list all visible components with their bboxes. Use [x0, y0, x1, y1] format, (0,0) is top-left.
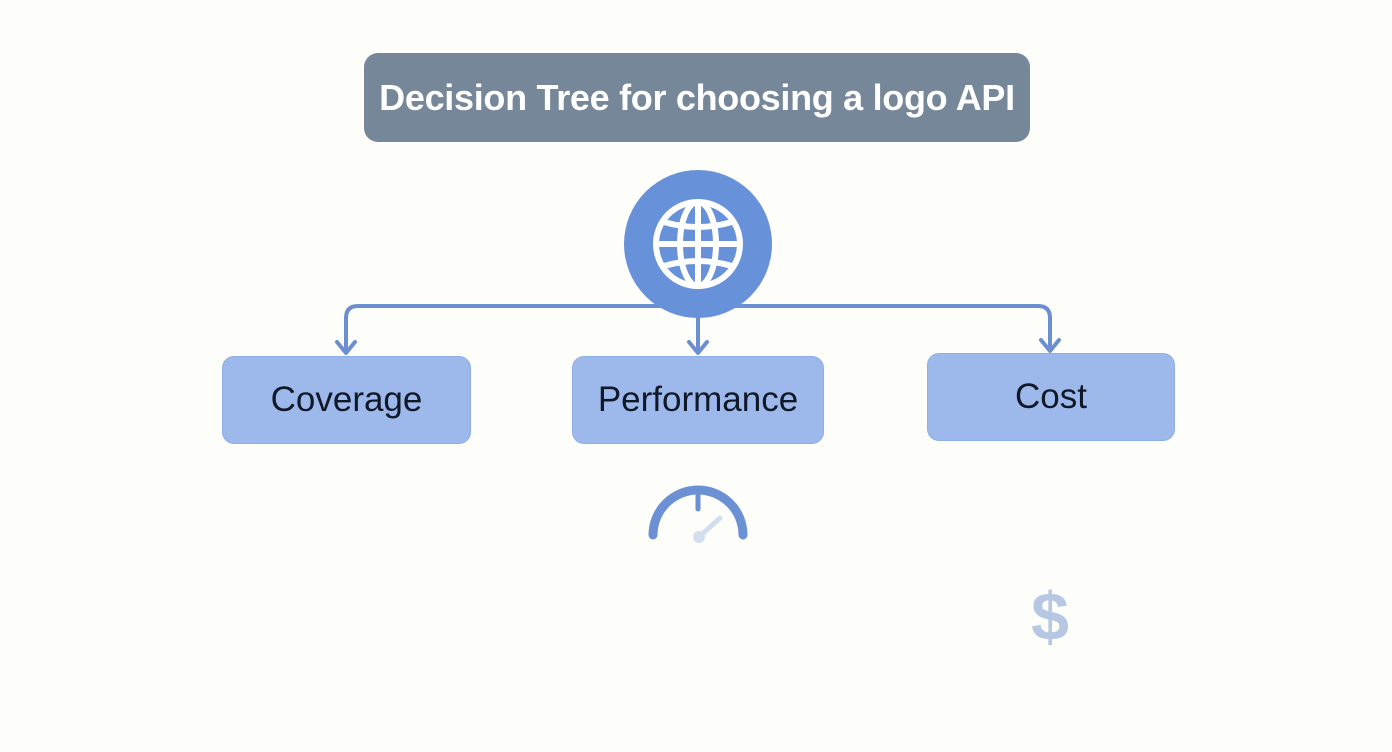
branch-node-performance: Performance [572, 356, 824, 444]
globe-icon [653, 199, 743, 289]
branch-label-performance: Performance [597, 380, 799, 419]
root-node-globe [624, 170, 772, 318]
branch-node-cost: Cost [927, 353, 1175, 441]
branch-label-cost: Cost [1015, 377, 1087, 416]
speedometer-icon [648, 485, 748, 543]
diagram-title: Decision Tree for choosing a logo API [379, 76, 1015, 118]
title-banner: Decision Tree for choosing a logo API [364, 53, 1030, 142]
branch-node-coverage: Coverage [222, 356, 471, 444]
branch-label-coverage: Coverage [270, 380, 423, 419]
dollar-icon: $ [1031, 579, 1069, 655]
